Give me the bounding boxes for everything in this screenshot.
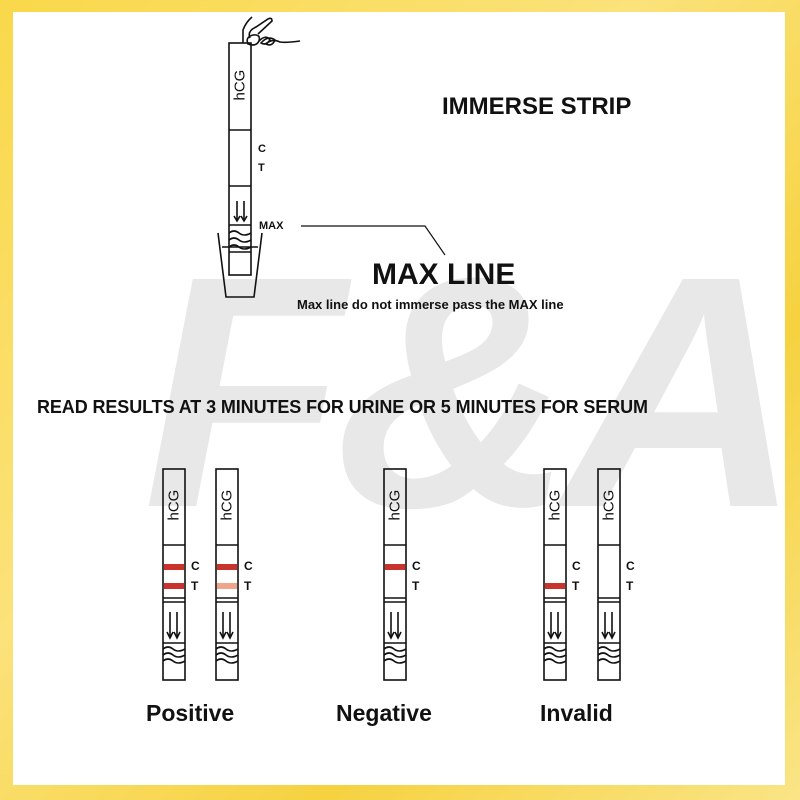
test-strip-invalid-2 [597, 468, 621, 681]
strip-hcg-label: hCG [386, 489, 404, 521]
instruction-canvas: F&A [13, 12, 785, 785]
strip-test-label: T [244, 579, 252, 593]
strip-control-label: C [412, 559, 421, 573]
immerse-test-label: T [258, 162, 265, 174]
arrow-down-icon [233, 201, 248, 223]
control-band [385, 564, 405, 570]
test-strip-invalid-1 [543, 468, 567, 681]
hand-icon [242, 16, 301, 46]
strip-test-label: T [626, 579, 634, 593]
test-band [217, 583, 237, 589]
strip-hcg-label: hCG [546, 489, 564, 521]
control-band [217, 564, 237, 570]
strip-hcg-label: hCG [218, 489, 236, 521]
liquid-wave-icon [543, 646, 567, 664]
arrow-down-icon [601, 612, 616, 640]
strip-outline [383, 468, 407, 681]
strip-hcg-label: hCG [165, 489, 183, 521]
strip-test-label: T [572, 579, 580, 593]
read-results-instruction: READ RESULTS AT 3 MINUTES FOR URINE OR 5… [37, 397, 648, 417]
result-label-invalid: Invalid [540, 700, 613, 726]
watermark-logo: F&A [143, 207, 785, 576]
strip-outline [543, 468, 567, 681]
max-pointer-line [301, 225, 446, 256]
arrow-down-icon [219, 612, 234, 640]
beaker-icon [217, 232, 263, 298]
arrow-down-icon [547, 612, 562, 640]
max-line-note: Max line do not immerse pass the MAX lin… [297, 297, 564, 312]
liquid-wave-icon [162, 646, 186, 664]
strip-outline [597, 468, 621, 681]
immerse-strip-title: IMMERSE STRIP [442, 93, 632, 120]
strip-control-label: C [626, 559, 635, 573]
strip-outline [162, 468, 186, 681]
test-strip-negative-1 [383, 468, 407, 681]
liquid-wave-icon [215, 646, 239, 664]
arrow-down-icon [387, 612, 402, 640]
arrow-down-icon [166, 612, 181, 640]
strip-control-label: C [572, 559, 581, 573]
test-band [164, 583, 184, 589]
strip-control-label: C [191, 559, 200, 573]
strip-test-label: T [191, 579, 199, 593]
immerse-control-label: C [258, 143, 266, 155]
liquid-wave-icon [383, 646, 407, 664]
result-label-negative: Negative [336, 700, 432, 726]
strip-control-label: C [244, 559, 253, 573]
result-label-positive: Positive [146, 700, 235, 726]
strip-test-label: T [412, 579, 420, 593]
immerse-strip [228, 42, 252, 276]
control-band [164, 564, 184, 570]
test-band [545, 583, 565, 589]
test-strip-positive-1 [162, 468, 186, 681]
max-line-title: MAX LINE [372, 258, 516, 291]
max-marker-label: MAX [259, 220, 284, 232]
strip-hcg-label: hCG [600, 489, 618, 521]
strip-outline [215, 468, 239, 681]
liquid-wave-icon [597, 646, 621, 664]
test-strip-positive-2 [215, 468, 239, 681]
